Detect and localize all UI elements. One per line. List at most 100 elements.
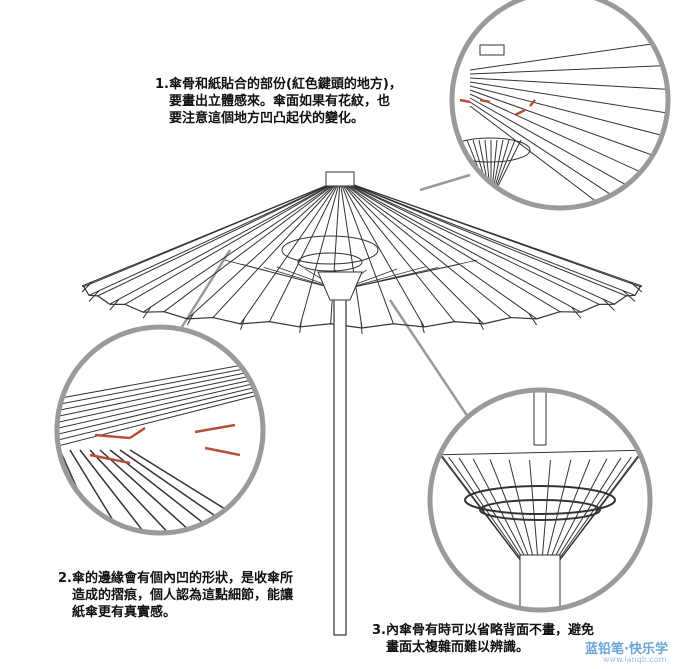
rib-line xyxy=(469,89,668,166)
handle xyxy=(519,554,561,610)
canopy-rib xyxy=(83,179,341,288)
canopy-rib xyxy=(339,179,425,328)
canopy-rib xyxy=(339,179,455,322)
note-1-line-1: 1.傘骨和紙貼合的部份(紅色鍵頭的地方)， xyxy=(155,77,402,92)
inner-rib xyxy=(472,458,528,561)
rib-line xyxy=(79,449,151,533)
circle-bg xyxy=(452,0,668,208)
inner-rib xyxy=(448,456,523,561)
note-3-line-2: 畫面太複雜而難以辨識。 xyxy=(386,640,530,655)
rib-line xyxy=(57,383,263,437)
canopy-rib xyxy=(339,179,512,318)
inner-rib xyxy=(492,139,504,191)
rib-tip xyxy=(602,298,615,311)
red-arrow xyxy=(479,98,491,104)
inner-rib xyxy=(555,457,622,561)
canopy-rib xyxy=(240,179,341,325)
inner-rib xyxy=(559,454,641,561)
rib-tip xyxy=(477,317,484,331)
rib-tip xyxy=(299,321,302,334)
canopy-rib xyxy=(339,179,484,325)
inner-rib xyxy=(508,459,535,561)
inner-ring xyxy=(452,137,531,163)
rib-line xyxy=(469,105,668,208)
rib-line xyxy=(469,101,668,208)
inner-rib xyxy=(545,459,572,561)
detail-circle-edge-fold xyxy=(54,324,266,536)
canopy-rib xyxy=(339,179,600,305)
rib-tip xyxy=(142,306,152,319)
inner-rib xyxy=(458,457,525,561)
inner-rib xyxy=(494,139,516,191)
red-arrow xyxy=(514,108,526,117)
shaft-top xyxy=(533,390,547,446)
handle xyxy=(333,289,347,636)
rib-line xyxy=(89,449,176,533)
leader-line-1 xyxy=(419,173,471,192)
top-cap xyxy=(479,44,505,56)
rib-tip xyxy=(186,313,194,326)
note-3: 3.內傘骨有時可以省略背面不畫，避免 畫面太複雜而難以辨識。 xyxy=(372,622,594,656)
rib-tip xyxy=(88,290,100,302)
rib-line xyxy=(469,81,668,116)
canopy-rib xyxy=(339,179,561,313)
red-arrow xyxy=(94,433,131,440)
inner-ring xyxy=(281,235,379,265)
canopy-rib xyxy=(212,179,341,318)
detail-circle-rib-joint xyxy=(449,0,671,211)
red-arrow xyxy=(529,99,536,107)
canopy-rib xyxy=(124,179,341,305)
rib-tip xyxy=(360,322,363,335)
rib-line xyxy=(57,359,263,401)
ring xyxy=(479,499,601,521)
inner-ring xyxy=(297,252,363,272)
runner xyxy=(317,271,363,301)
note-1-line-3: 要注意這個地方凹凸起伏的變化。 xyxy=(169,111,365,126)
rib-line xyxy=(57,391,263,449)
canopy-rib xyxy=(339,179,627,297)
canopy-rib xyxy=(88,179,341,296)
rib-line xyxy=(57,375,263,425)
inner-rib xyxy=(495,139,522,191)
rib-tip xyxy=(240,317,245,331)
red-arrow xyxy=(194,423,236,434)
canopy-rib xyxy=(97,179,341,297)
circle-bg xyxy=(57,327,263,533)
canopy-rib xyxy=(339,179,643,287)
rib-tip xyxy=(109,298,120,311)
note-1: 1.傘骨和紙貼合的部份(紅色鍵頭的地方)， 要畫出立體感來。傘面如果有花紋，也 … xyxy=(155,76,402,127)
canopy-rib xyxy=(339,179,636,296)
rib-line xyxy=(469,64,668,75)
canopy-rib xyxy=(109,179,341,305)
rib-line xyxy=(57,387,263,443)
rib-tip xyxy=(622,290,636,302)
note-2-line-1: 2.傘的邊緣會有個內凹的形狀，是收傘所 xyxy=(58,571,293,586)
circle-border xyxy=(427,387,653,613)
rib-line xyxy=(469,77,668,91)
rib-line xyxy=(469,39,668,71)
canopy-rib xyxy=(142,179,341,313)
leader-line-2 xyxy=(178,249,232,331)
watermark-logo: 蓝铅笔·快乐学 xyxy=(585,642,668,657)
detail-circle-inner-ribs xyxy=(427,387,653,613)
canopy-rib xyxy=(339,179,615,305)
inner-rib xyxy=(441,455,521,561)
top-cap xyxy=(325,171,355,187)
rib-line xyxy=(469,85,668,141)
inner-rib xyxy=(549,459,591,561)
inner-rib xyxy=(339,259,478,291)
circle-content xyxy=(430,390,650,610)
note-2: 2.傘的邊緣會有個內凹的形狀，是收傘所 造成的摺痕，個人認為這點細節，能讓 紙傘… xyxy=(58,570,293,621)
canopy-edge xyxy=(430,449,650,456)
red-arrow xyxy=(459,98,471,104)
canopy xyxy=(81,171,643,335)
note-2-line-3: 紙傘更有真實感。 xyxy=(72,605,177,620)
red-arrow xyxy=(204,446,241,457)
rib-line xyxy=(57,371,263,419)
canopy-rib xyxy=(339,179,537,320)
rib-tip xyxy=(420,320,425,334)
inner-rib xyxy=(557,456,632,561)
rib-line xyxy=(57,367,263,413)
watermark-url: www.lanqb.com xyxy=(603,655,667,664)
